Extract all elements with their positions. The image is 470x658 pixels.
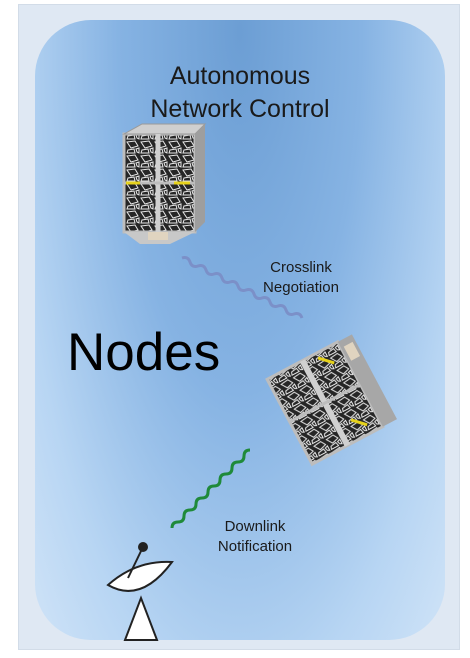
cubesat-icon [122, 123, 207, 244]
crosslink-wave [181, 256, 304, 319]
cubesat-icon [265, 334, 397, 467]
title-line-2: Network Control [150, 95, 330, 123]
downlink-label-line-1: Downlink [224, 518, 286, 535]
downlink-label: Downlink Notification [200, 517, 310, 557]
crosslink-label-line-1: Crosslink [270, 259, 332, 276]
crosslink-label: Crosslink Negotiation [246, 258, 356, 298]
crosslink-label-line-2: Negotiation [263, 279, 339, 296]
satellite-dish-icon [106, 542, 174, 641]
nodes-label: Nodes [67, 323, 221, 382]
downlink-label-line-2: Notification [217, 538, 293, 555]
title-line-1: Autonomous [169, 62, 311, 90]
diagram-title: Autonomous Network Control [35, 60, 445, 126]
diagram-panel [35, 20, 445, 640]
downlink-wave [170, 448, 251, 529]
